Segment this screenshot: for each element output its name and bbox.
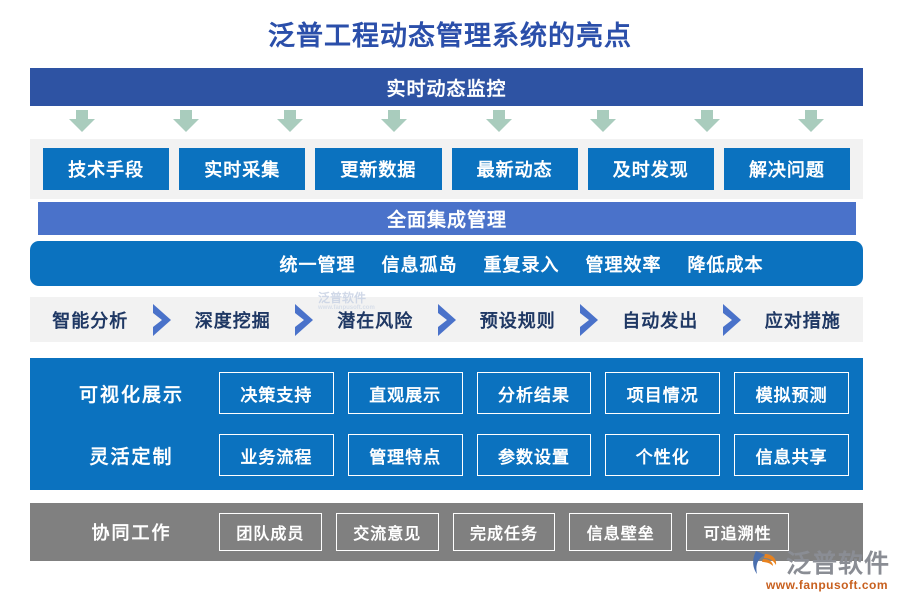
- section-integration-header: 全面集成管理: [38, 202, 856, 235]
- arrow-down-icon: [173, 110, 200, 132]
- features-panel: 可视化展示 决策支持 直观展示 分析结果 项目情况 模拟预测 灵活定制 业务流程…: [30, 358, 863, 490]
- analysis-step: 深度挖掘: [194, 310, 271, 331]
- collaboration-row: 协同工作 团队成员 交流意见 完成任务 信息壁垒 可追溯性: [44, 507, 849, 557]
- feature-row-title: 灵活定制: [89, 446, 174, 468]
- page-title: 泛普工程动态管理系统的亮点: [268, 21, 632, 51]
- feature-item[interactable]: 直观展示: [347, 372, 463, 414]
- analysis-step: 预设规则: [479, 310, 556, 331]
- monitoring-button[interactable]: 及时发现: [587, 148, 714, 190]
- chevron-right-icon: [721, 303, 743, 337]
- feature-item[interactable]: 项目情况: [605, 372, 721, 414]
- monitoring-button[interactable]: 解决问题: [723, 148, 851, 190]
- collaboration-item[interactable]: 信息壁垒: [569, 513, 673, 551]
- collaboration-item[interactable]: 团队成员: [219, 513, 322, 551]
- feature-item[interactable]: 信息共享: [734, 434, 849, 476]
- monitoring-button[interactable]: 更新数据: [315, 148, 442, 190]
- integration-chip: 统一管理: [279, 254, 356, 275]
- feature-item[interactable]: 决策支持: [219, 372, 334, 414]
- monitoring-button[interactable]: 最新动态: [451, 148, 578, 190]
- feature-row-title: 可视化展示: [78, 384, 184, 406]
- collaboration-row-title: 协同工作: [91, 523, 172, 543]
- arrow-down-icon: [693, 110, 720, 132]
- watermark: 泛普软件 www.fanpusoft.com: [318, 291, 375, 312]
- brand-logo: 泛普软件 www.fanpusoft.com: [752, 544, 890, 592]
- collaboration-item[interactable]: 可追溯性: [686, 513, 789, 551]
- arrow-row: [30, 110, 863, 136]
- integration-chip: 降低成本: [687, 254, 764, 275]
- feature-item[interactable]: 业务流程: [219, 434, 334, 476]
- collaboration-item[interactable]: 完成任务: [452, 513, 556, 551]
- feature-item[interactable]: 个性化: [605, 434, 721, 476]
- section-monitoring-header: 实时动态监控: [30, 68, 863, 106]
- collaboration-row-items: 团队成员 交流意见 完成任务 信息壁垒 可追溯性: [219, 513, 849, 551]
- collaboration-item[interactable]: 交流意见: [335, 513, 439, 551]
- watermark-name: 泛普软件: [318, 291, 367, 305]
- logo-text: 泛普软件: [785, 550, 890, 578]
- collaboration-panel: 协同工作 团队成员 交流意见 完成任务 信息壁垒 可追溯性: [30, 503, 863, 561]
- feature-item[interactable]: 模拟预测: [734, 372, 849, 414]
- feature-row: 灵活定制 业务流程 管理特点 参数设置 个性化 信息共享: [44, 430, 849, 480]
- integration-chip: 重复录入: [483, 254, 560, 275]
- integration-chip: 管理效率: [585, 254, 662, 275]
- feature-item[interactable]: 管理特点: [347, 434, 463, 476]
- integration-chip-bar: 统一管理 信息孤岛 重复录入 管理效率 降低成本: [30, 241, 863, 286]
- arrow-down-icon: [589, 110, 616, 132]
- chevron-right-icon: [293, 303, 315, 337]
- analysis-step: 应对措施: [764, 310, 841, 331]
- integration-chip: 信息孤岛: [381, 254, 458, 275]
- chevron-right-icon: [151, 303, 173, 337]
- feature-item[interactable]: 分析结果: [476, 372, 592, 414]
- logo-main: 泛普软件: [752, 544, 890, 580]
- analysis-step: 自动发出: [622, 310, 699, 331]
- watermark-url: www.fanpusoft.com: [318, 305, 375, 312]
- feature-item[interactable]: 参数设置: [476, 434, 592, 476]
- chevron-right-icon: [436, 303, 458, 337]
- monitoring-button[interactable]: 实时采集: [179, 148, 306, 190]
- logo-url: www.fanpusoft.com: [765, 578, 888, 592]
- feature-row-items: 业务流程 管理特点 参数设置 个性化 信息共享: [219, 434, 849, 476]
- feature-row: 可视化展示 决策支持 直观展示 分析结果 项目情况 模拟预测: [44, 368, 849, 418]
- arrow-down-icon: [485, 110, 512, 132]
- analysis-step: 智能分析: [52, 310, 129, 331]
- analysis-step: 潜在风险: [337, 310, 414, 331]
- feature-row-items: 决策支持 直观展示 分析结果 项目情况 模拟预测: [219, 372, 849, 414]
- arrow-down-icon: [381, 110, 408, 132]
- arrow-down-icon: [69, 110, 96, 132]
- chevron-right-icon: [578, 303, 600, 337]
- analysis-flow-band: 智能分析 深度挖掘 潜在风险 预设规则 自动发出 应对措施: [30, 297, 863, 342]
- monitoring-button-band: 技术手段 实时采集 更新数据 最新动态 及时发现 解决问题: [30, 139, 863, 199]
- monitoring-button[interactable]: 技术手段: [43, 148, 170, 190]
- fanpu-swoosh-icon: [752, 547, 782, 577]
- arrow-down-icon: [277, 110, 304, 132]
- arrow-down-icon: [797, 110, 824, 132]
